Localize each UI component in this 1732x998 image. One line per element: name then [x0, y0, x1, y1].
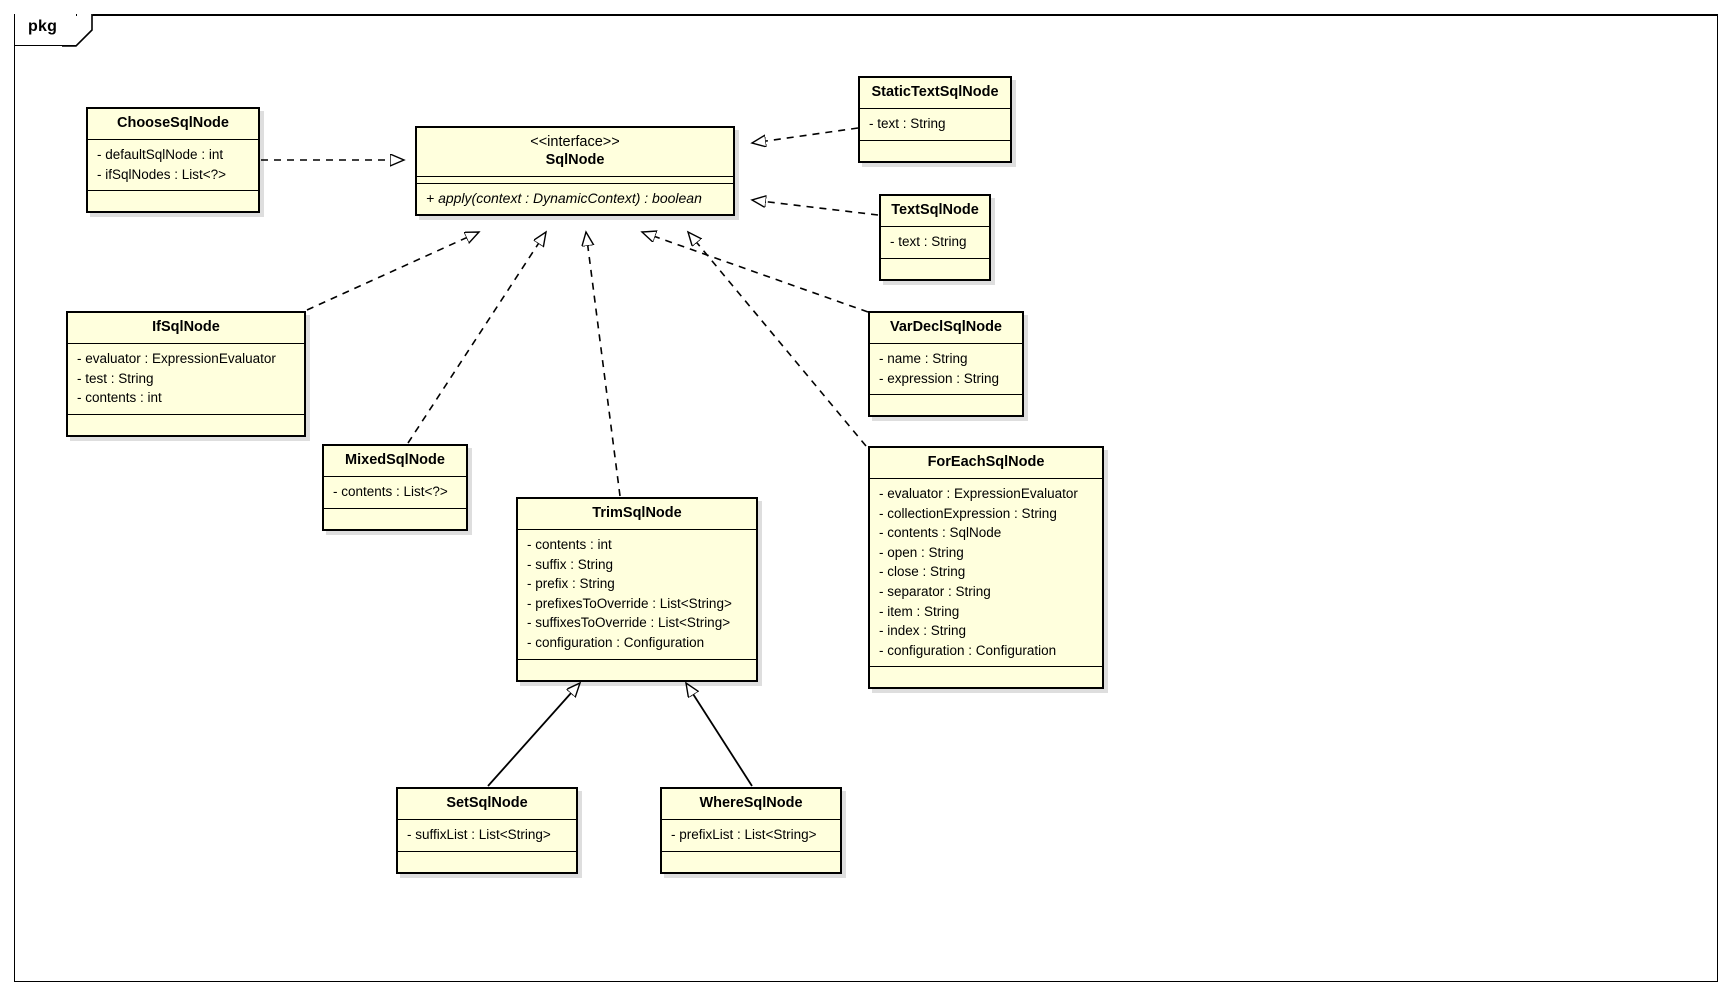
package-label: pkg [28, 18, 58, 35]
attribute-row: - suffix : String [527, 556, 614, 572]
class-box-choosesqlnode[interactable]: ChooseSqlNode - defaultSqlNode : int - i… [86, 107, 260, 214]
class-operations-textsqlnode [881, 259, 989, 279]
class-header-foreachsqlnode: ForEachSqlNode [870, 448, 1102, 479]
attribute-row: - prefixList : List<String> [671, 827, 817, 842]
class-attributes-foreachsqlnode: - evaluator : ExpressionEvaluator - coll… [870, 479, 1102, 668]
class-box-textsqlnode[interactable]: TextSqlNode - text : String [879, 194, 991, 281]
attribute-row: - contents : int [527, 537, 612, 552]
class-box-wheresqlnode[interactable]: WhereSqlNode - prefixList : List<String> [660, 787, 842, 874]
class-operations-wheresqlnode [662, 852, 840, 872]
attribute-row: - suffixesToOverride : List<String> [527, 615, 731, 631]
class-box-sqlnode[interactable]: <<interface>> SqlNode + apply(context : … [415, 126, 735, 216]
class-attributes-textsqlnode: - text : String [881, 227, 989, 259]
attribute-row: - prefixesToOverride : List<String> [527, 595, 732, 611]
class-name-trimsqlnode: TrimSqlNode [592, 505, 682, 521]
class-attributes-trimsqlnode: - contents : int - suffix : String - pre… [518, 530, 756, 660]
attribute-row: - contents : List<?> [333, 484, 448, 499]
class-operations-statictextsqlnode [860, 141, 1010, 161]
class-stereotype: <<interface>> [530, 134, 620, 150]
class-box-setsqlnode[interactable]: SetSqlNode - suffixList : List<String> [396, 787, 578, 874]
class-box-mixedsqlnode[interactable]: MixedSqlNode - contents : List<?> [322, 444, 468, 531]
attribute-row: - index : String [879, 623, 967, 639]
attribute-row: - item : String [879, 603, 960, 619]
class-name-setsqlnode: SetSqlNode [446, 795, 528, 811]
attribute-row: - text : String [869, 116, 946, 131]
class-attributes-setsqlnode: - suffixList : List<String> [398, 820, 576, 852]
attribute-row: - test : String [77, 370, 154, 386]
class-operations-setsqlnode [398, 852, 576, 872]
attribute-row: - name : String [879, 351, 968, 366]
class-box-foreachsqlnode[interactable]: ForEachSqlNode - evaluator : ExpressionE… [868, 446, 1104, 690]
class-attributes-mixedsqlnode: - contents : List<?> [324, 477, 466, 509]
class-attributes-statictextsqlnode: - text : String [860, 109, 1010, 141]
class-name-choosesqlnode: ChooseSqlNode [117, 115, 229, 131]
attribute-row: - configuration : Configuration [879, 642, 1057, 658]
attribute-row: - prefix : String [527, 576, 615, 592]
class-name-statictextsqlnode: StaticTextSqlNode [871, 84, 999, 100]
class-operations-trimsqlnode [518, 660, 756, 680]
class-name-mixedsqlnode: MixedSqlNode [345, 452, 445, 468]
package-tab-slant [77, 14, 93, 46]
class-box-vardeclsqlnode[interactable]: VarDeclSqlNode - name : String - express… [868, 311, 1024, 418]
class-name-textsqlnode: TextSqlNode [891, 202, 979, 218]
package-frame [14, 14, 1718, 982]
attribute-row: - open : String [879, 544, 964, 560]
class-attributes-wheresqlnode: - prefixList : List<String> [662, 820, 840, 852]
attribute-row: - configuration : Configuration [527, 634, 705, 650]
class-header-choosesqlnode: ChooseSqlNode [88, 109, 258, 140]
class-name-wheresqlnode: WhereSqlNode [699, 795, 803, 811]
class-header-statictextsqlnode: StaticTextSqlNode [860, 78, 1010, 109]
class-header-mixedsqlnode: MixedSqlNode [324, 446, 466, 477]
attribute-row: - contents : SqlNode [879, 525, 1002, 541]
attribute-row: - close : String [879, 564, 966, 580]
attribute-row: - evaluator : ExpressionEvaluator [77, 351, 276, 366]
attribute-row: - text : String [890, 234, 967, 249]
class-operations-ifsqlnode [68, 415, 304, 435]
class-name-vardeclsqlnode: VarDeclSqlNode [889, 319, 1002, 335]
attribute-row: - ifSqlNodes : List<?> [97, 166, 227, 182]
package-frame-top-border [14, 14, 1718, 16]
class-header-setsqlnode: SetSqlNode [398, 789, 576, 820]
class-operations-choosesqlnode [88, 191, 258, 211]
class-header-trimsqlnode: TrimSqlNode [518, 499, 756, 530]
attribute-row: - suffixList : List<String> [407, 827, 551, 842]
class-attributes-ifsqlnode: - evaluator : ExpressionEvaluator - test… [68, 344, 304, 415]
class-header-vardeclsqlnode: VarDeclSqlNode [870, 313, 1022, 344]
class-header-ifsqlnode: IfSqlNode [68, 313, 304, 344]
class-operations-sqlnode: + apply(context : DynamicContext) : bool… [417, 184, 733, 214]
class-box-ifsqlnode[interactable]: IfSqlNode - evaluator : ExpressionEvalua… [66, 311, 306, 437]
class-attributes-sqlnode [417, 177, 733, 184]
class-operations-vardeclsqlnode [870, 395, 1022, 415]
operation-row: + apply(context : DynamicContext) : bool… [426, 190, 702, 206]
attribute-row: - expression : String [879, 370, 1000, 386]
class-box-trimsqlnode[interactable]: TrimSqlNode - contents : int - suffix : … [516, 497, 758, 682]
class-operations-foreachsqlnode [870, 667, 1102, 687]
class-box-statictextsqlnode[interactable]: StaticTextSqlNode - text : String [858, 76, 1012, 163]
attribute-row: - evaluator : ExpressionEvaluator [879, 486, 1078, 501]
class-name-sqlnode: SqlNode [545, 152, 605, 168]
class-header-wheresqlnode: WhereSqlNode [662, 789, 840, 820]
class-header-textsqlnode: TextSqlNode [881, 196, 989, 227]
class-name-foreachsqlnode: ForEachSqlNode [927, 454, 1045, 470]
attribute-row: - collectionExpression : String [879, 505, 1057, 521]
attribute-row: - defaultSqlNode : int [97, 147, 224, 162]
class-attributes-choosesqlnode: - defaultSqlNode : int - ifSqlNodes : Li… [88, 140, 258, 192]
attribute-row: - separator : String [879, 583, 991, 599]
class-operations-mixedsqlnode [324, 509, 466, 529]
class-name-ifsqlnode: IfSqlNode [152, 319, 220, 335]
attribute-row: - contents : int [77, 390, 162, 406]
class-attributes-vardeclsqlnode: - name : String - expression : String [870, 344, 1022, 396]
class-header-sqlnode: <<interface>> SqlNode [417, 128, 733, 177]
